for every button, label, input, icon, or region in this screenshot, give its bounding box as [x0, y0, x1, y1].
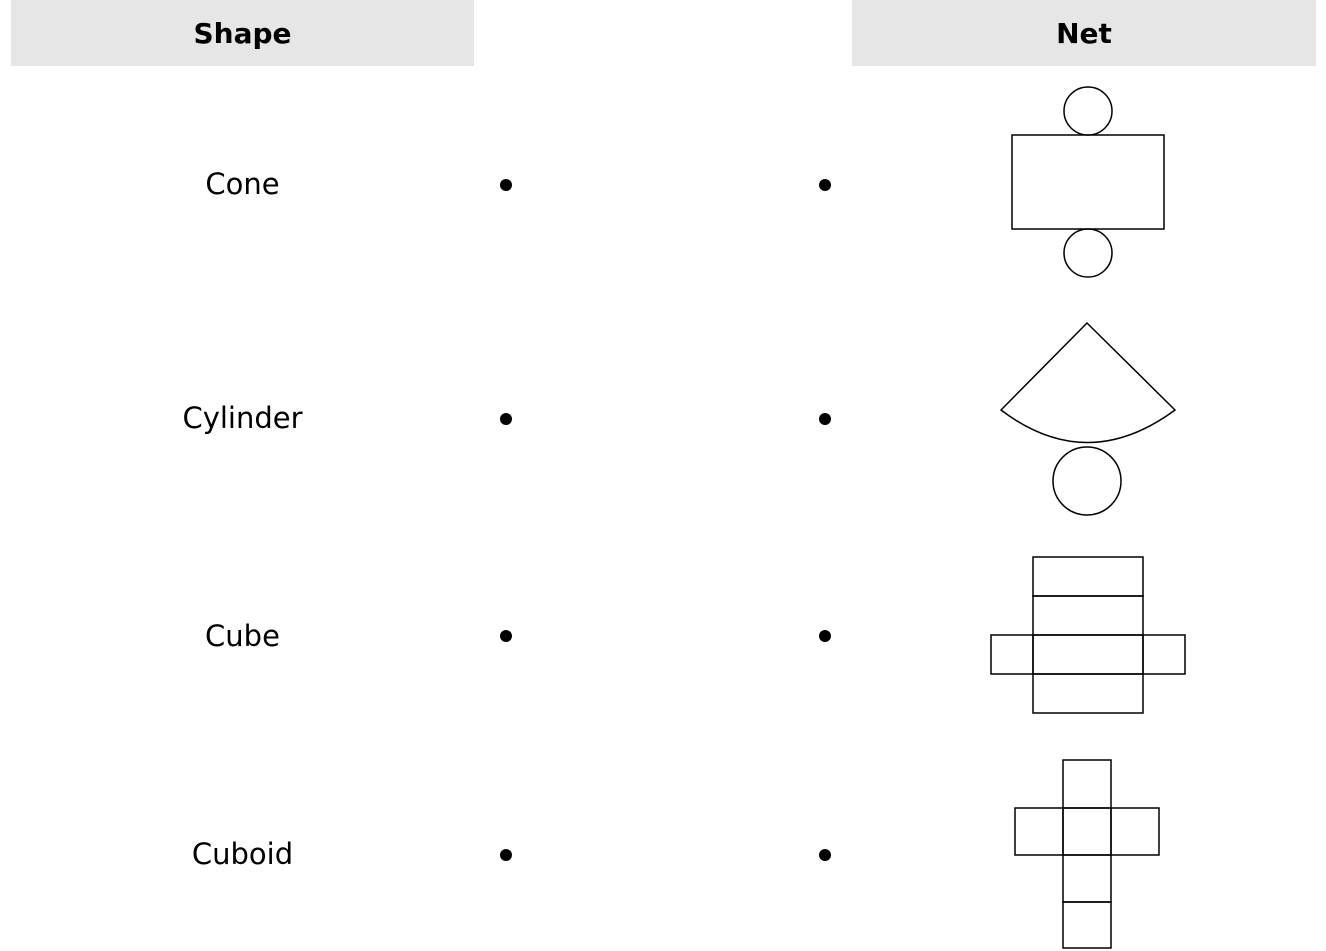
shape-match-dot-cylinder[interactable] [500, 413, 512, 425]
shape-match-dot-cone[interactable] [500, 179, 512, 191]
net-square-bottom [1062, 901, 1112, 949]
shape-column-header: Shape [11, 0, 474, 66]
net-top-circle [1063, 86, 1113, 136]
net-match-dot-2[interactable] [819, 413, 831, 425]
shape-label-cylinder: Cylinder [182, 401, 303, 435]
net-face-left [990, 634, 1034, 675]
net-square-right [1110, 807, 1160, 856]
shape-label-cube: Cube [205, 619, 280, 653]
cube-net-squares-cross [1014, 759, 1160, 949]
shape-match-dot-cube[interactable] [500, 630, 512, 642]
net-square-left [1014, 807, 1064, 856]
net-rectangle [1011, 134, 1165, 230]
net-match-dot-1[interactable] [819, 179, 831, 191]
net-face-bottom [1032, 673, 1144, 714]
shape-label-cuboid: Cuboid [191, 837, 294, 871]
shape-match-dot-cuboid[interactable] [500, 849, 512, 861]
shape-header-label: Shape [193, 16, 292, 50]
cylinder-net-rectangle-two-circles [1011, 86, 1165, 278]
net-face-top-1 [1032, 556, 1144, 597]
net-square-top [1062, 759, 1112, 809]
cone-net-sector-circle [999, 321, 1177, 516]
net-face-top-2 [1032, 595, 1144, 636]
net-square-lower [1062, 854, 1112, 903]
cuboid-net-rectangles-cross [990, 556, 1186, 714]
net-header-label: Net [1056, 16, 1112, 50]
net-column-header: Net [852, 0, 1316, 66]
shape-label-cone: Cone [205, 167, 280, 201]
net-face-center [1032, 634, 1144, 675]
net-match-dot-4[interactable] [819, 849, 831, 861]
net-square-center [1062, 807, 1112, 856]
net-bottom-circle [1063, 228, 1113, 278]
net-match-dot-3[interactable] [819, 630, 831, 642]
net-face-right [1142, 634, 1186, 675]
net-base-circle [1052, 446, 1122, 516]
net-sector [999, 321, 1177, 444]
